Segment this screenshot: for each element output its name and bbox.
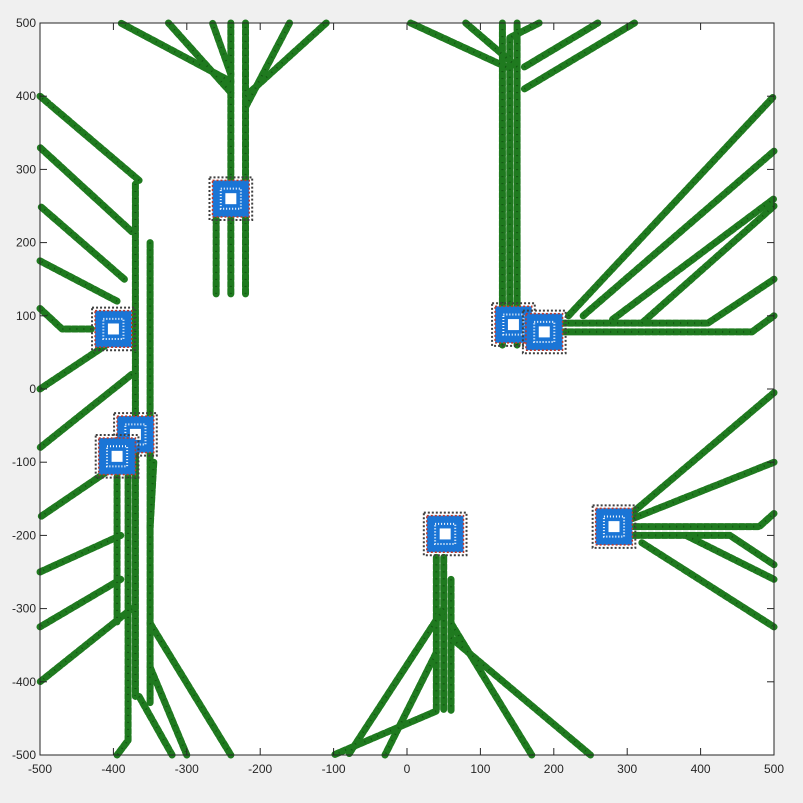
trace-series-51 [638, 539, 778, 631]
chip-7-outline [591, 504, 637, 549]
chip-1-lines [102, 317, 125, 341]
x-tick-label--500: -500 [28, 762, 52, 776]
trace-series-35 [557, 275, 778, 327]
chip-1-outline [91, 306, 136, 352]
trace-series-31 [407, 19, 510, 71]
trace-series-44 [344, 605, 448, 759]
trace-series-29 [506, 19, 543, 320]
traces-layer [36, 19, 778, 759]
trace-series-dots-25 [138, 695, 173, 756]
trace-series-dots-10 [39, 95, 140, 182]
chip-3-core [111, 450, 123, 462]
trace-series-19 [36, 575, 125, 631]
chip-0-lines [219, 187, 242, 210]
x-tick-label--300: -300 [175, 762, 199, 776]
x-tick-label--400: -400 [101, 762, 125, 776]
chip-6-core [439, 528, 451, 540]
trace-series-dots-4 [167, 22, 232, 94]
chip-7 [591, 504, 637, 549]
y-tick-label-100: 100 [16, 309, 36, 323]
x-tick-label--200: -200 [248, 762, 272, 776]
trace-series-dots-34 [561, 314, 775, 333]
y-tick-label--200: -200 [12, 528, 36, 542]
trace-series-dots-45 [450, 622, 533, 756]
trace-series-43 [381, 649, 440, 759]
chip-7-lines [602, 515, 626, 538]
trace-series-dots-18 [39, 534, 122, 573]
chip-5-outline [521, 309, 567, 355]
y-tick-label-0: 0 [29, 382, 36, 396]
axes-background [40, 23, 774, 755]
trace-series-49 [623, 458, 778, 525]
trace-series-7 [242, 19, 294, 111]
chip-1 [91, 306, 136, 352]
trace-series-48 [623, 531, 778, 569]
trace-series-dots-13 [39, 260, 118, 303]
trace-series-21 [113, 473, 132, 759]
y-tick-label--500: -500 [12, 748, 36, 762]
chips-layer [91, 176, 637, 557]
x-tick-label-300: 300 [617, 762, 637, 776]
chip-0-outline [208, 176, 254, 221]
trace-series-24 [146, 663, 191, 759]
chip-3-outline [94, 434, 140, 479]
x-tick-label-0: 0 [404, 762, 411, 776]
chip-5-core [538, 326, 550, 338]
trace-series-dots-46 [450, 637, 592, 756]
trace-series-50 [623, 389, 778, 521]
chip-5-lines [533, 320, 556, 343]
chip-0 [208, 176, 254, 221]
trace-series-16 [36, 370, 136, 452]
x-tick-label-500: 500 [764, 762, 784, 776]
x-axis: -500 -400 -300 -200 -100 0 100 200 300 400 500 [28, 23, 784, 776]
chip-2-outline [113, 412, 158, 457]
trace-series-5 [208, 19, 235, 78]
trace-series-dots-30 [465, 22, 518, 68]
chip-7-core [608, 521, 620, 533]
chip-3 [94, 434, 140, 479]
trace-series-dots-52 [685, 534, 775, 581]
y-tick-label-500: 500 [16, 16, 36, 30]
chip-6 [422, 511, 468, 557]
trace-series-dots-38 [611, 197, 775, 321]
y-tick-label--300: -300 [12, 602, 36, 616]
chip-2-core [129, 428, 141, 440]
chip-4-outline [491, 302, 536, 347]
trace-series-41 [330, 553, 440, 759]
x-tick-label-100: 100 [470, 762, 490, 776]
trace-series-12 [36, 202, 128, 283]
x-tick-label-200: 200 [544, 762, 564, 776]
chip-3-lines [106, 445, 129, 468]
trace-series-15 [36, 341, 110, 393]
trace-series-dots-39 [641, 205, 775, 324]
chip-0-core [225, 193, 237, 205]
y-axis: -500 -400 -300 -200 -100 0 100 200 300 400 500 [12, 16, 774, 762]
chip-2-lines [124, 423, 147, 446]
y-tick-label-300: 300 [16, 162, 36, 176]
trace-series-dots-14 [39, 307, 92, 330]
y-tick-label-200: 200 [16, 236, 36, 250]
x-tick-label-400: 400 [691, 762, 711, 776]
y-tick-label--100: -100 [12, 455, 36, 469]
trace-series-47 [623, 509, 778, 531]
trace-series-dots-23 [149, 622, 232, 756]
trace-series-dots-33 [523, 22, 636, 90]
trace-series-36 [564, 92, 778, 320]
trace-series-26 [146, 458, 158, 532]
chip-6-outline [422, 511, 468, 557]
trace-series-dots-32 [523, 22, 599, 68]
x-tick-label--100: -100 [322, 762, 346, 776]
chip-4-core [507, 319, 519, 331]
chip-6-lines [434, 522, 457, 546]
trace-series-dots-37 [582, 150, 775, 317]
chip-5 [521, 309, 567, 355]
y-tick-label-400: 400 [16, 89, 36, 103]
y-tick-label--400: -400 [12, 675, 36, 689]
chip-1-core [107, 323, 119, 335]
trace-series-11 [36, 143, 136, 236]
